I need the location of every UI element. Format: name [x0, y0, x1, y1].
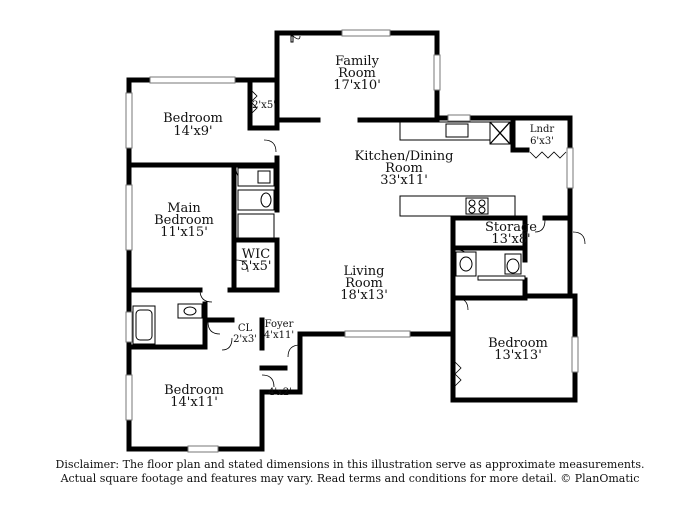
disclaimer-line-2: Actual square footage and features may v… [60, 472, 640, 485]
windows [125, 29, 579, 453]
floor-plan: Family Room 17'x10' Bedroom 14'x9' 2'x5'… [125, 29, 586, 453]
wic-dims: 5'x5' [240, 259, 271, 274]
kitchen-dining-name-line1: Kitchen/Dining [355, 149, 454, 164]
disclaimer: Disclaimer: The floor plan and stated di… [0, 458, 700, 486]
disclaimer-line-1: Disclaimer: The floor plan and stated di… [55, 458, 645, 471]
laundry-name: Lndr [530, 124, 554, 135]
kitchen-dining-dims: 33'x11' [380, 173, 428, 188]
main-bedroom-name-line2: Bedroom [154, 213, 214, 228]
closet-foyer-dims: 2'x3' [233, 334, 257, 345]
room-labels: Family Room 17'x10' Bedroom 14'x9' 2'x5'… [154, 54, 554, 410]
bedroom-bottom-left-name: Bedroom [164, 383, 224, 398]
main-bedroom-dims: 11'x15' [160, 225, 208, 240]
foyer-name: Foyer [265, 319, 294, 330]
laundry-dims: 6'x3' [530, 136, 554, 147]
fixtures [132, 121, 526, 345]
closet-entry-dims: 4'x2' [268, 387, 292, 398]
storage-dims: 13'x8' [491, 232, 530, 247]
closet-foyer-name: CL [238, 323, 253, 334]
main-bedroom-name-line1: Main [167, 201, 201, 216]
family-room-name-line2: Room [338, 66, 376, 81]
bedroom-right-dims: 13'x13' [494, 348, 542, 363]
living-room-name-line1: Living [344, 264, 385, 279]
kitchen-dining-name-line2: Room [385, 161, 423, 176]
wic-name: WIC [242, 247, 270, 262]
foyer-dims: 4'x11' [264, 330, 294, 341]
bedroom-bottom-left-dims: 14'x11' [170, 395, 218, 410]
living-room-dims: 18'x13' [340, 288, 388, 303]
storage-name: Storage [485, 220, 537, 235]
bedroom-top-left-dims: 14'x9' [173, 124, 212, 139]
interior-walls [126, 77, 573, 371]
closet-top-left-dims: 2'x5' [252, 100, 276, 111]
family-room-name-line1: Family [335, 54, 380, 69]
living-room-name-line2: Room [345, 276, 383, 291]
bedroom-top-left-name: Bedroom [163, 111, 223, 126]
family-room-dims: 17'x10' [333, 78, 381, 93]
bedroom-right-name: Bedroom [488, 336, 548, 351]
